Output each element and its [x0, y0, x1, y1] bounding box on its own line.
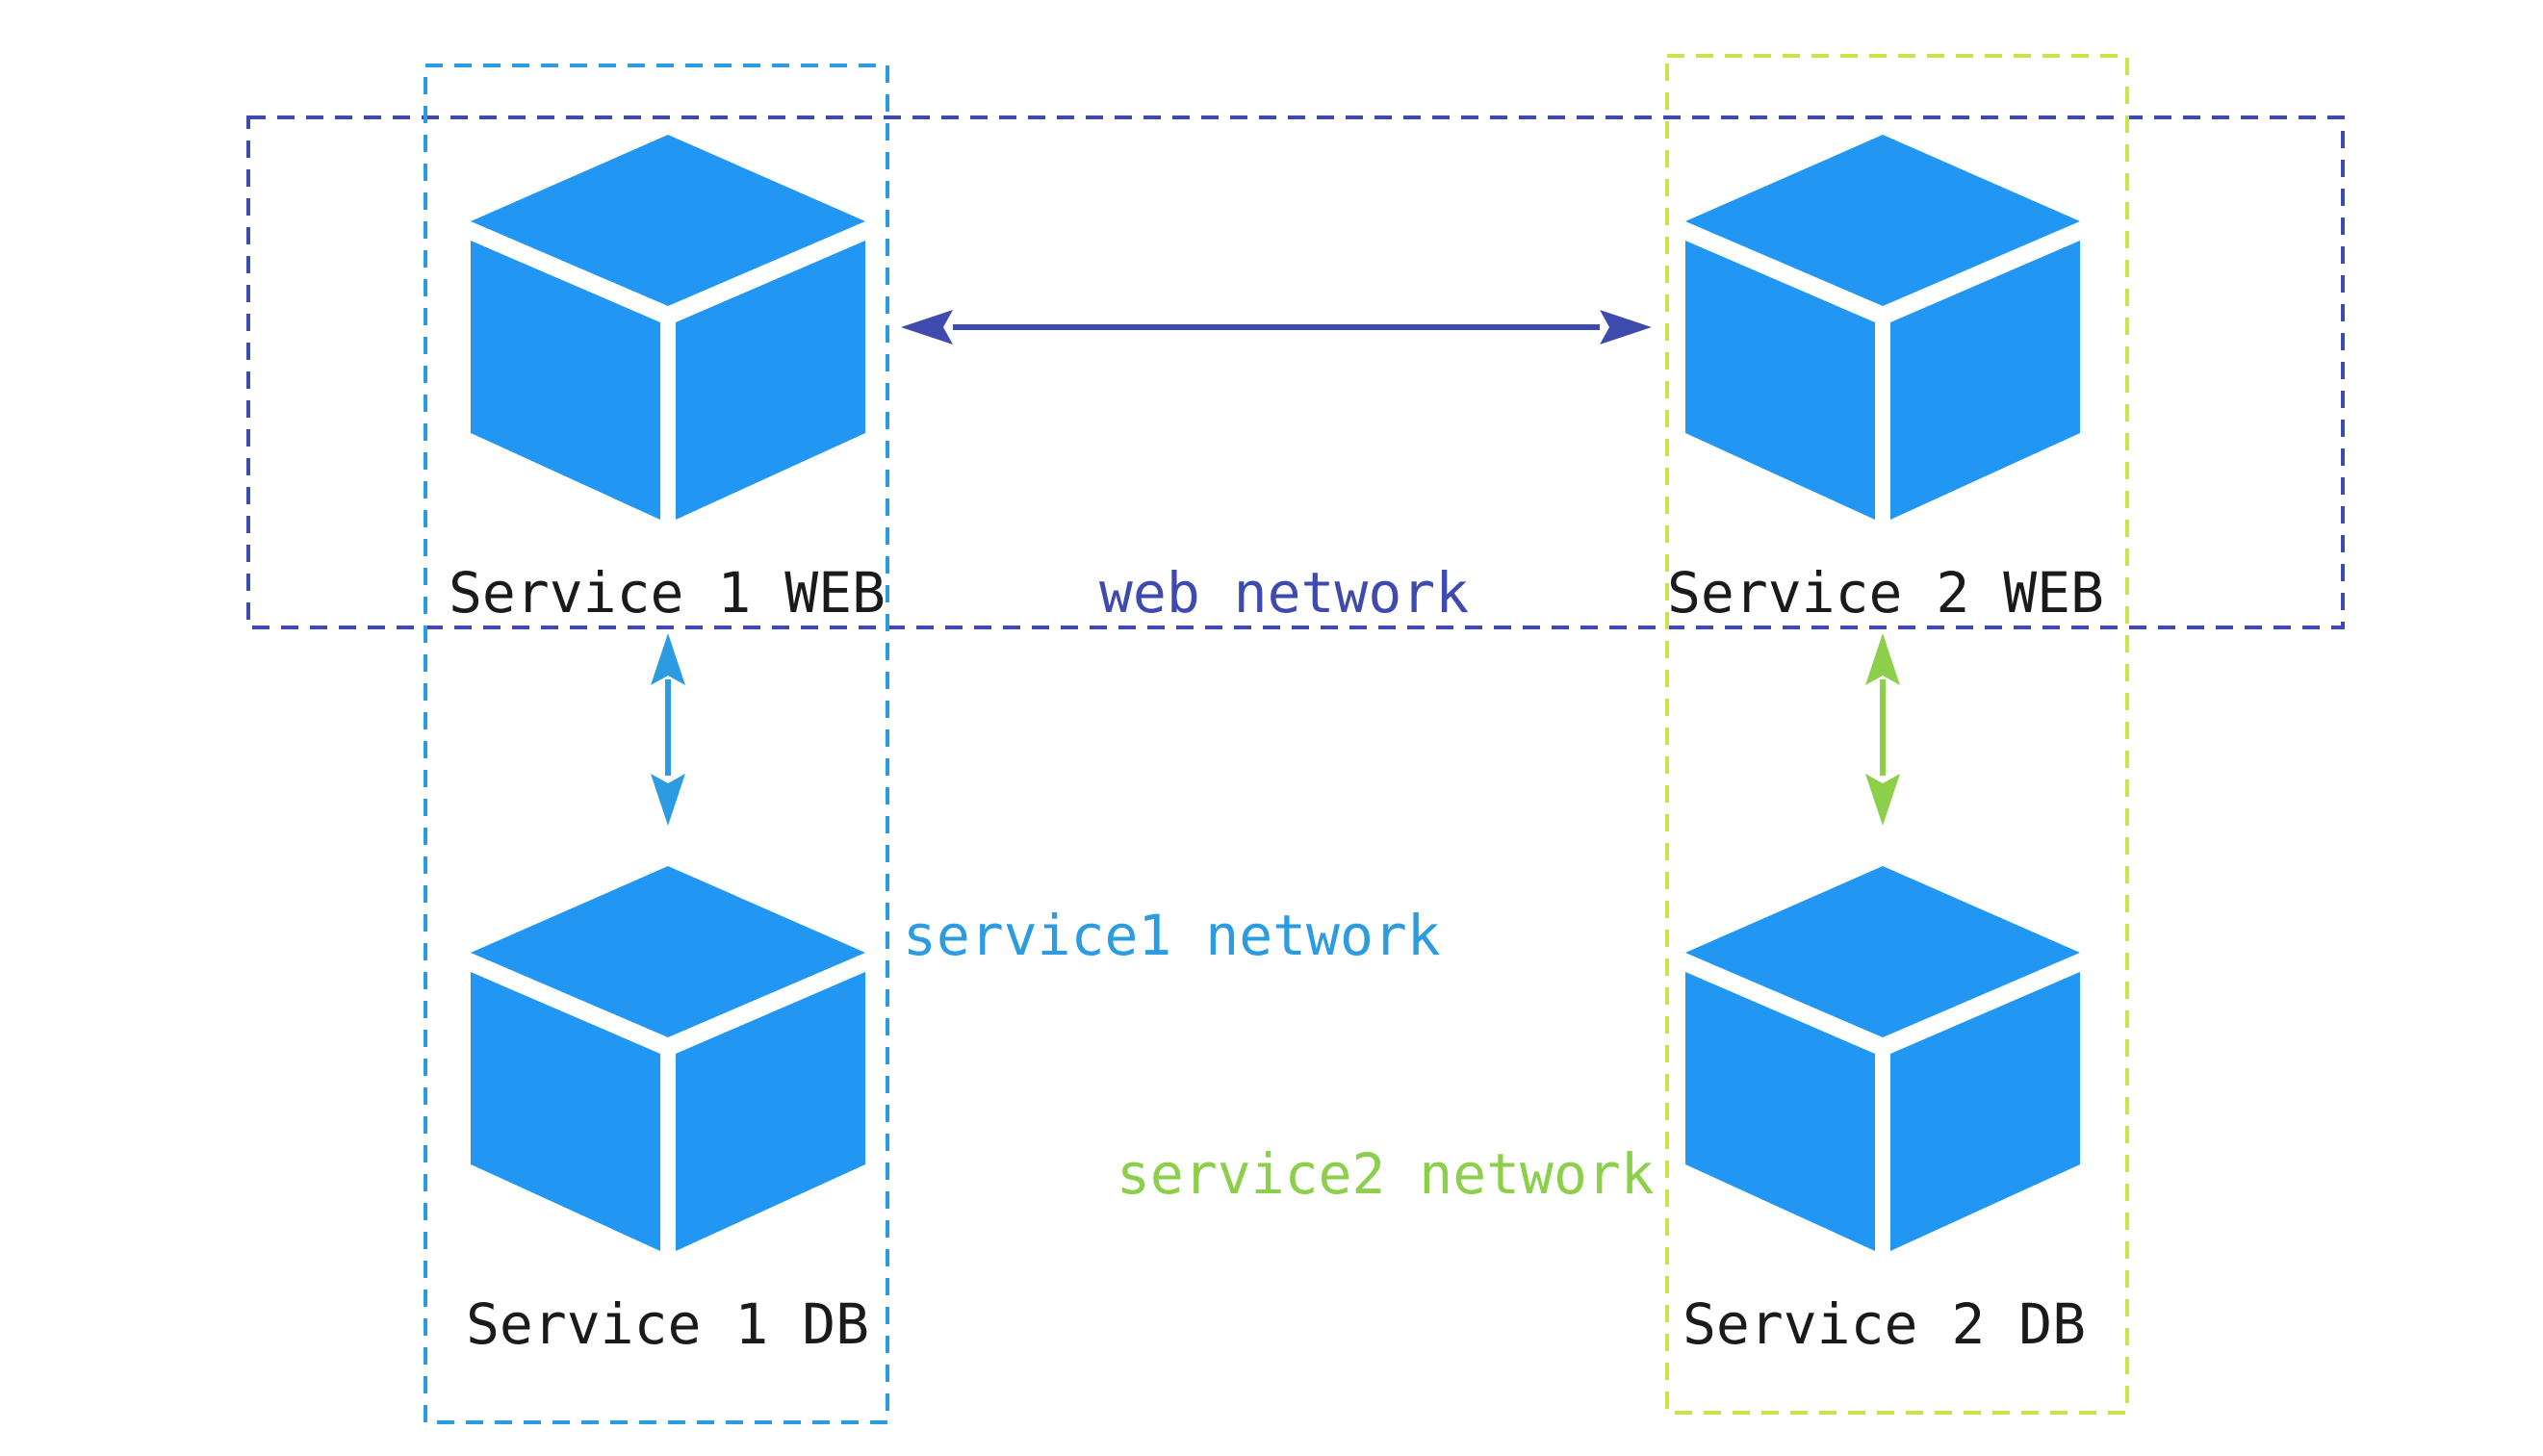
service1-network-label: service1 network [903, 903, 1441, 968]
service1-network-boundary [424, 64, 889, 1424]
service1-db-node[interactable]: Service 1 DB [466, 866, 869, 1357]
web-network-label: web network [1099, 560, 1469, 626]
web-connection-arrow [901, 310, 1652, 345]
service2-network-label: service2 network [1117, 1141, 1655, 1207]
cube-icon [471, 135, 865, 520]
web-network-boundary [246, 115, 2345, 629]
service1-web-node[interactable]: Service 1 WEB [449, 135, 886, 626]
service1-db-label: Service 1 DB [466, 1291, 869, 1357]
service2-web-node[interactable]: Service 2 WEB [1667, 135, 2104, 626]
service2-network-boundary [1665, 54, 2129, 1415]
service2-web-label: Service 2 WEB [1667, 560, 2104, 626]
service2-db-node[interactable]: Service 2 DB [1682, 866, 2086, 1357]
cube-icon [1685, 866, 2080, 1251]
cube-icon [471, 866, 865, 1251]
service1-web-label: Service 1 WEB [449, 560, 886, 626]
service2-connection-arrow [1865, 633, 1900, 826]
service2-db-label: Service 2 DB [1682, 1291, 2086, 1357]
cube-icon [1685, 135, 2080, 520]
service1-connection-arrow [651, 633, 685, 826]
